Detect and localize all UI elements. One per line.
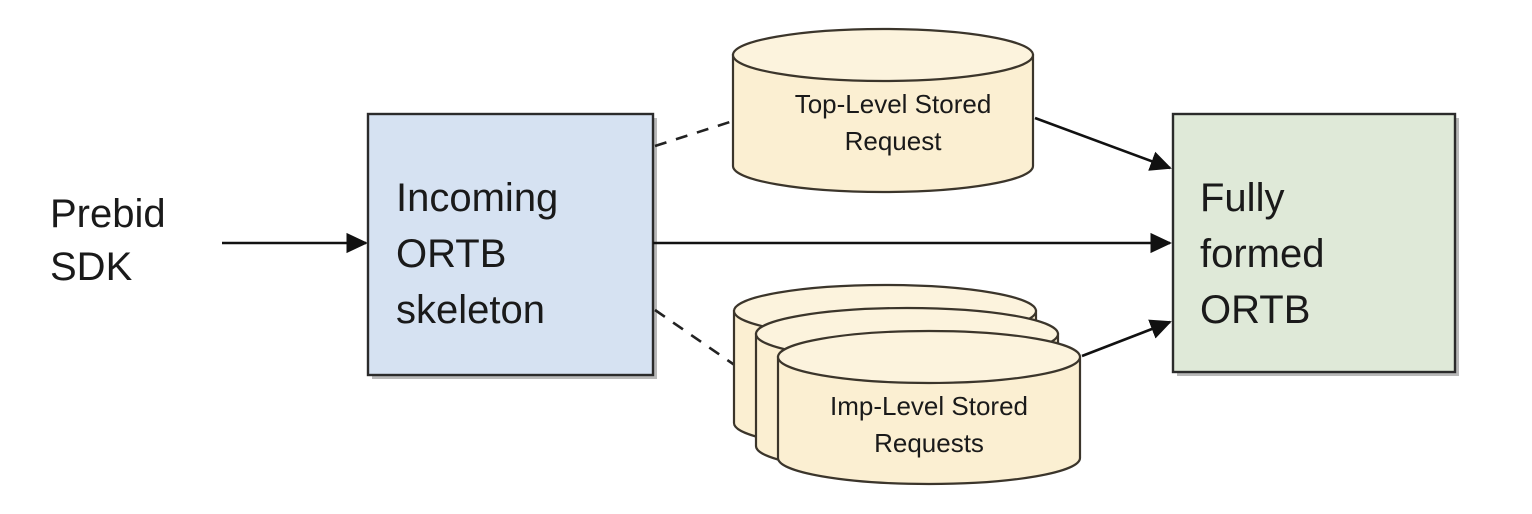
incoming-label-line3: skeleton xyxy=(396,288,545,332)
output-box xyxy=(1171,112,1457,374)
node-fully-formed-ortb: Fully formed ORTB xyxy=(1171,112,1459,376)
node-top-level-stored-request: Top-Level Stored Request xyxy=(731,27,1035,194)
incoming-label-line2: ORTB xyxy=(396,232,506,276)
node-imp-level-stored-requests: Imp-Level Stored Requests xyxy=(732,283,1082,486)
top-cylinder-body xyxy=(731,53,1035,194)
edge-incoming-to-top-store xyxy=(654,119,734,148)
incoming-box xyxy=(366,112,655,377)
top-store-label-line1: Top-Level Stored xyxy=(795,89,992,119)
imp-cylinder-front-top xyxy=(776,329,1082,385)
incoming-label-line1: Incoming xyxy=(396,176,558,220)
imp-store-label-line2: Requests xyxy=(874,428,984,458)
prebid-sdk-label-line1: Prebid xyxy=(50,192,166,236)
top-cylinder-top-ellipse xyxy=(731,27,1035,83)
imp-store-label-line1: Imp-Level Stored xyxy=(830,391,1028,421)
edge-top-store-to-output xyxy=(1034,116,1172,171)
edge-incoming-to-imp-store xyxy=(654,308,737,368)
node-incoming-ortb-skeleton: Incoming ORTB skeleton xyxy=(366,112,657,379)
top-store-label-line2: Request xyxy=(845,126,943,156)
output-label-line1: Fully xyxy=(1200,176,1284,220)
prebid-sdk-label-line2: SDK xyxy=(50,245,133,289)
edge-imp-store-to-output xyxy=(1081,319,1172,358)
imp-cylinder-front-body xyxy=(776,355,1082,486)
output-label-line2: formed xyxy=(1200,232,1325,276)
output-label-line3: ORTB xyxy=(1200,288,1310,332)
node-prebid-sdk: Prebid SDK xyxy=(50,192,166,289)
